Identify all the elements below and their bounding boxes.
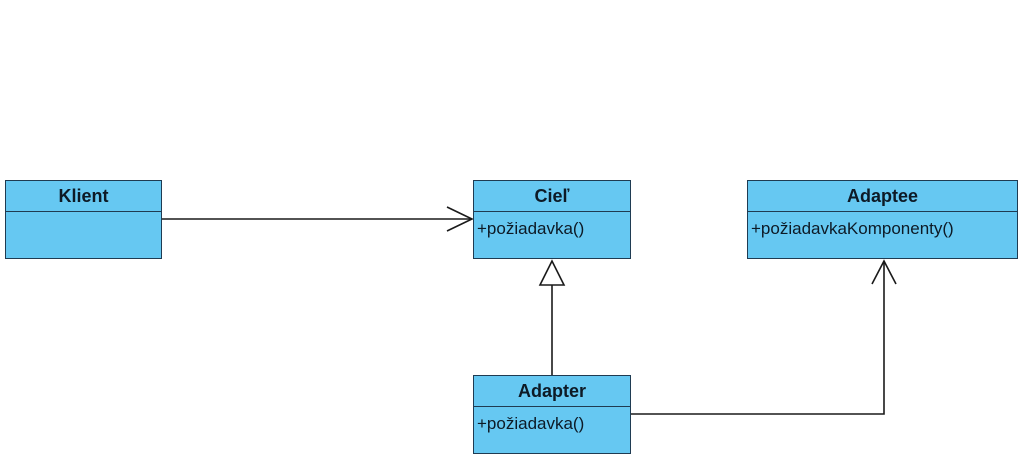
class-ciel[interactable]: Cieľ +požiadavka() <box>473 180 631 259</box>
class-name-adaptee: Adaptee <box>748 181 1017 212</box>
association-arrowhead-ciel <box>446 206 474 232</box>
class-name-ciel: Cieľ <box>474 181 630 212</box>
class-name-adapter: Adapter <box>474 376 630 407</box>
association-arrowhead-adaptee <box>871 259 897 285</box>
class-operations-ciel: +požiadavka() <box>474 212 630 246</box>
generalization-triangle <box>538 259 566 286</box>
operation-poziadavka: +požiadavka() <box>477 414 585 433</box>
class-klient[interactable]: Klient <box>5 180 162 259</box>
class-name-klient: Klient <box>6 181 161 212</box>
class-adaptee[interactable]: Adaptee +požiadavkaKomponenty() <box>747 180 1018 259</box>
operation-poziadavka: +požiadavka() <box>477 219 585 238</box>
operation-poziadavka-komponenty: +požiadavkaKomponenty() <box>751 219 954 238</box>
class-operations-adapter: +požiadavka() <box>474 407 630 441</box>
class-adapter[interactable]: Adapter +požiadavka() <box>473 375 631 454</box>
association-adapter-adaptee <box>631 261 885 415</box>
class-operations-adaptee: +požiadavkaKomponenty() <box>748 212 1017 246</box>
